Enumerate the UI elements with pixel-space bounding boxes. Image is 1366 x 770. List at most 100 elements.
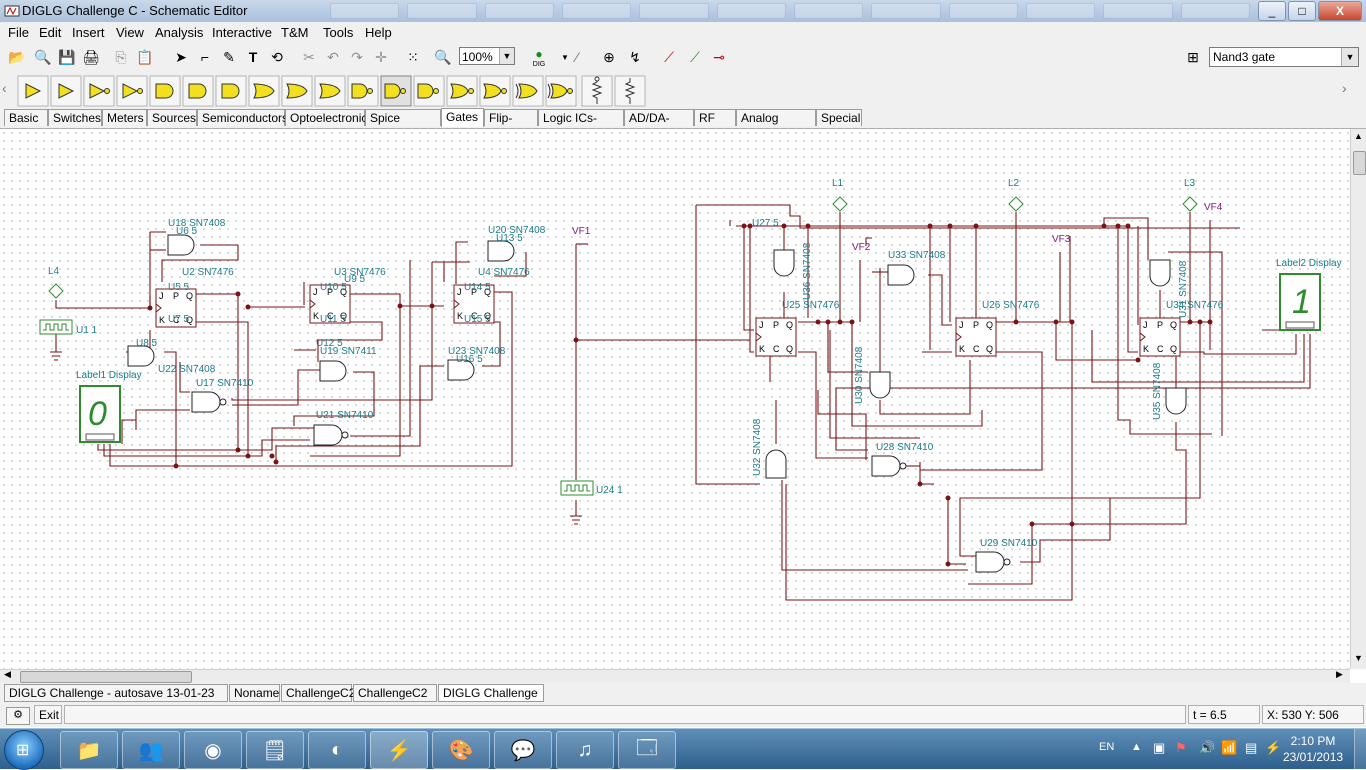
or4-gate-icon[interactable] xyxy=(314,75,346,107)
volume-icon[interactable]: 🔊 xyxy=(1199,740,1216,755)
menu-file[interactable]: File xyxy=(8,25,29,40)
tray-flag-icon[interactable]: ⚑ xyxy=(1175,740,1187,755)
print-icon[interactable]: 🖨 xyxy=(82,48,100,65)
or3-gate-icon[interactable] xyxy=(281,75,313,107)
parts-scroll-right-icon[interactable]: › xyxy=(1342,80,1347,96)
undo-icon[interactable]: ↶ xyxy=(327,48,339,65)
power-icon[interactable]: ⚡ xyxy=(1265,740,1282,755)
parts-scroll-left-icon[interactable]: ‹ xyxy=(2,80,7,96)
paint-taskbar-icon[interactable]: 🎨 xyxy=(432,731,490,769)
tray-expand-icon[interactable]: ▲ xyxy=(1131,741,1142,753)
itunes-taskbar-icon[interactable]: ♫ xyxy=(556,731,614,769)
start-button[interactable]: ⊞ xyxy=(4,730,44,770)
scroll-down-icon[interactable]: ▼ xyxy=(1354,653,1363,663)
tab-special[interactable]: Special xyxy=(816,109,862,126)
torrent-taskbar-icon[interactable]: ◐ xyxy=(308,731,366,769)
zoom-select[interactable]: 100%▼ xyxy=(459,47,515,65)
paste-icon[interactable]: 📋 xyxy=(136,48,154,65)
tray-device-icon[interactable]: ▣ xyxy=(1153,740,1166,755)
component-select[interactable]: Nand3 gate▼ xyxy=(1209,47,1359,67)
tab-sources[interactable]: Sources xyxy=(147,109,197,126)
and4-gate-icon[interactable] xyxy=(215,75,247,107)
clock-source-u1[interactable] xyxy=(39,319,73,335)
doc-tab-noname[interactable]: Noname xyxy=(229,684,280,702)
tab-optoelectronic[interactable]: Optoelectronic xyxy=(285,109,367,126)
probe-l4[interactable] xyxy=(48,283,64,299)
nand4-gate-icon[interactable] xyxy=(413,75,445,107)
tab-logic-ics-mcus[interactable]: Logic ICs-MCUs xyxy=(538,109,624,142)
language-indicator[interactable]: EN xyxy=(1099,741,1115,753)
menu-help[interactable]: Help xyxy=(365,25,392,40)
component-search-icon[interactable]: ⊞ xyxy=(1187,48,1199,65)
notes-taskbar-icon[interactable]: 🗒 xyxy=(246,731,304,769)
nor-gate-icon[interactable] xyxy=(446,75,478,107)
vertical-scrollbar[interactable]: ▲ ▼ xyxy=(1350,129,1366,669)
buffer-icon[interactable] xyxy=(17,75,49,107)
menu-interactive[interactable]: Interactive xyxy=(212,25,272,40)
xor-gate-icon[interactable] xyxy=(512,75,544,107)
redo-icon[interactable]: ↷ xyxy=(351,48,363,65)
horizontal-scrollbar[interactable]: ◀ ▶ xyxy=(0,669,1350,684)
menu-tm[interactable]: T&M xyxy=(281,25,309,40)
pen-tool-icon[interactable]: ✎ xyxy=(223,48,235,65)
window-taskbar-icon[interactable]: 🗔 xyxy=(618,731,676,769)
web-search-icon[interactable]: 🔍 xyxy=(34,48,52,65)
current-pin-icon[interactable]: ↯ xyxy=(629,48,641,65)
schematic-canvas[interactable]: JPQ KCQ xyxy=(0,129,1350,669)
open-folder-icon[interactable]: 📂 xyxy=(8,48,26,65)
pulldown-resistor-icon[interactable] xyxy=(614,75,646,107)
display-label1[interactable]: 0 xyxy=(79,385,121,443)
scroll-left-icon[interactable]: ◀ xyxy=(4,669,11,679)
fault-icon[interactable]: ⊸ xyxy=(713,48,725,65)
network-icon[interactable]: 📶 xyxy=(1221,740,1238,755)
nor3-gate-icon[interactable] xyxy=(479,75,511,107)
menu-edit[interactable]: Edit xyxy=(39,25,62,40)
horizontal-scroll-thumb[interactable] xyxy=(20,671,192,683)
nand3-gate-icon[interactable] xyxy=(380,75,412,107)
tab-ad-da-555[interactable]: AD/DA-555 xyxy=(624,109,694,142)
zoom-icon[interactable]: 🔍 xyxy=(434,48,452,65)
tab-switches[interactable]: Switches xyxy=(48,109,102,126)
dig-analysis-icon[interactable]: ●DIG xyxy=(532,46,546,68)
show-desktop-button[interactable] xyxy=(1354,729,1366,769)
doc-tab-challengec2-2[interactable]: ChallengeC2 (2) xyxy=(353,684,437,717)
probe-l1[interactable] xyxy=(832,196,848,212)
copy-icon[interactable]: ⎘ xyxy=(115,48,127,65)
minimize-button[interactable]: _ xyxy=(1258,1,1286,21)
probe-icon[interactable]: ⁄ xyxy=(575,49,579,65)
buffer-tri-icon[interactable] xyxy=(50,75,82,107)
menu-tools[interactable]: Tools xyxy=(323,25,354,40)
maximize-button[interactable]: □ xyxy=(1288,1,1316,21)
pullup-resistor-icon[interactable] xyxy=(581,75,613,107)
and3-gate-icon[interactable] xyxy=(182,75,214,107)
text-tool-icon[interactable]: T xyxy=(248,49,258,65)
menu-insert[interactable]: Insert xyxy=(72,25,105,40)
doc-tab-autosave[interactable]: DIGLG Challenge - autosave 13-01-23 11_0… xyxy=(4,684,228,717)
display-label2[interactable]: 1 xyxy=(1279,273,1321,331)
tray-app-icon[interactable]: ▤ xyxy=(1245,740,1258,755)
tab-rf[interactable]: RF xyxy=(694,109,736,126)
explorer-taskbar-icon[interactable]: 📁 xyxy=(60,731,118,769)
voltage-pin-icon[interactable]: ⊕ xyxy=(603,48,615,65)
grid-icon[interactable]: ⁙ xyxy=(407,48,419,65)
rotate-icon[interactable]: ⟲ xyxy=(271,48,283,65)
tab-basic[interactable]: Basic xyxy=(4,109,48,126)
wire-tool-icon[interactable]: ⌐ xyxy=(200,49,210,65)
scroll-up-icon[interactable]: ▲ xyxy=(1354,131,1363,141)
close-button[interactable]: X xyxy=(1318,1,1362,21)
cut-icon[interactable]: ✂ xyxy=(303,48,315,65)
clock-source-u24[interactable] xyxy=(560,480,594,496)
xnor-gate-icon[interactable] xyxy=(545,75,577,107)
probe-l3[interactable] xyxy=(1182,196,1198,212)
chat-taskbar-icon[interactable]: 💬 xyxy=(494,731,552,769)
tab-flip-flops[interactable]: Flip-flops xyxy=(484,109,538,142)
messenger-taskbar-icon[interactable]: 👥 xyxy=(122,731,180,769)
probe-l2[interactable] xyxy=(1008,196,1024,212)
or-gate-icon[interactable] xyxy=(248,75,280,107)
select-arrow-icon[interactable]: ➤ xyxy=(175,48,187,65)
menu-analysis[interactable]: Analysis xyxy=(155,25,204,40)
test-probe-icon[interactable]: ⟋ xyxy=(664,48,674,65)
nand-gate-icon[interactable] xyxy=(347,75,379,107)
save-icon[interactable]: 💾 xyxy=(58,48,76,65)
exit-button[interactable]: Exit xyxy=(34,705,62,724)
